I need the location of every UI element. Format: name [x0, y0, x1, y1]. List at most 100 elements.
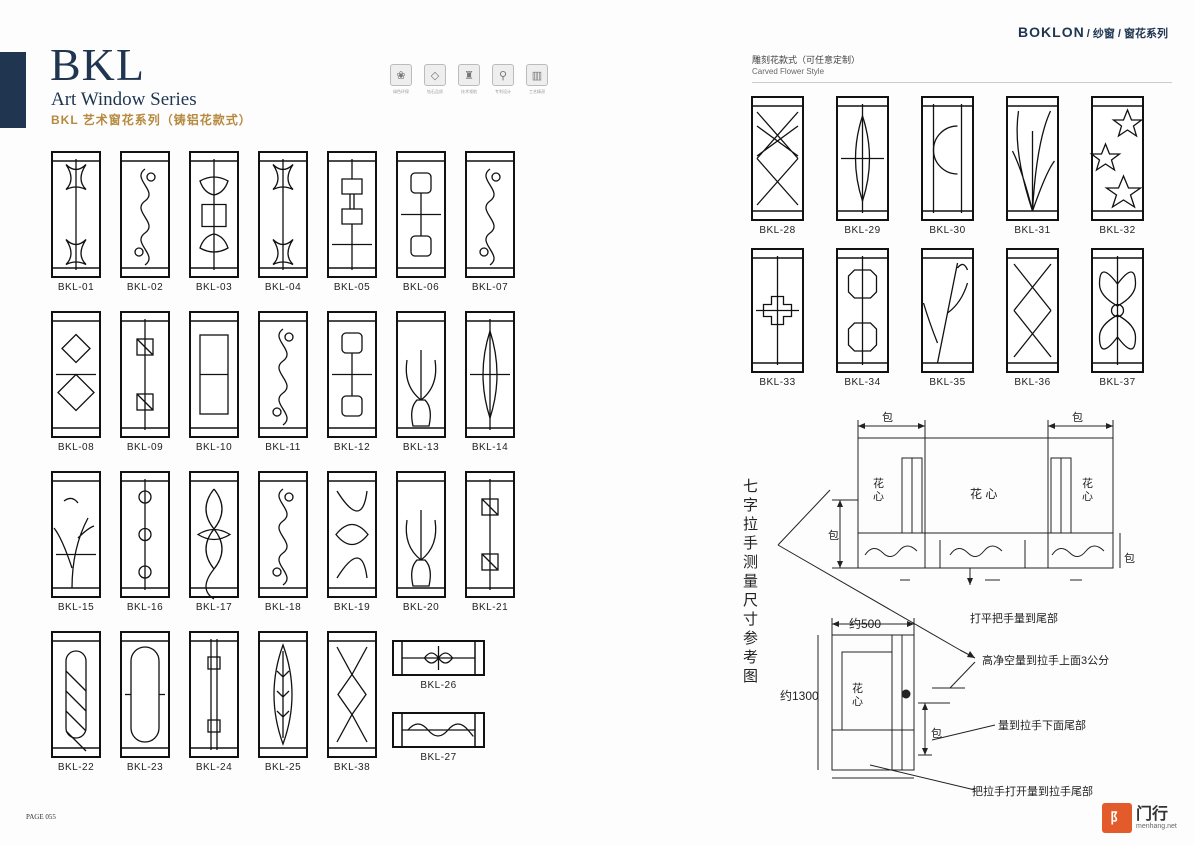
window-bkl-12 [327, 311, 377, 438]
feature-4: ▥ 工艺精湛 [524, 64, 550, 95]
window-code-label: BKL-16 [126, 602, 164, 613]
window-bkl-35 [921, 248, 974, 373]
window-bkl-24 [189, 631, 239, 758]
note-open-handle: 把拉手打开量到拉手尾部 [972, 786, 1093, 798]
window-code-label: BKL-23 [126, 762, 164, 773]
window-bkl-09 [120, 311, 170, 438]
note-flat-handle: 打平把手量到尾部 [970, 613, 1058, 625]
window-code-label: BKL-17 [195, 602, 233, 613]
site-logo: 阝 门行 menhang.net [1102, 803, 1177, 833]
window-bkl-03 [189, 151, 239, 278]
series-subtitle: Art Window Series [51, 89, 197, 110]
window-bkl-02 [120, 151, 170, 278]
feature-label: 工艺精湛 [529, 89, 545, 94]
carved-style-subtitle: Carved Flower Style [752, 67, 825, 76]
feature-1: ◇钻石品质 [422, 64, 448, 95]
huaxin-label-left: 花 心 [873, 478, 884, 503]
window-bkl-21 [465, 471, 515, 598]
window-bkl-31 [1006, 96, 1059, 221]
window-code-label: BKL-05 [333, 282, 371, 293]
window-bkl-22 [51, 631, 101, 758]
bao-label-4: 包 [1124, 553, 1135, 565]
window-bkl-18 [258, 471, 308, 598]
window-bkl-05 [327, 151, 377, 278]
window-code-label: BKL-30 [929, 225, 966, 236]
window-bkl-25 [258, 631, 308, 758]
window-code-label: BKL-26 [420, 680, 457, 691]
accent-bar [0, 52, 26, 128]
logo-text: 门行 [1136, 805, 1169, 823]
bao-label-1: 包 [882, 412, 893, 424]
window-code-label: BKL-36 [1014, 377, 1051, 388]
brand-subtitle: / 纱窗 / 窗花系列 [1086, 28, 1168, 40]
window-bkl-04 [258, 151, 308, 278]
window-code-label: BKL-07 [471, 282, 509, 293]
series-title-cn: BKL 艺术窗花系列（铸铝花款式） [51, 113, 252, 127]
brand-name: BOKLON [1018, 24, 1085, 40]
feature-icons: ❀绿色环保 ◇钻石品质 ♜技术领航 ⚲ 专利设计 ▥ 工艺精湛 [388, 64, 550, 95]
feature-3: ⚲ 专利设计 [490, 64, 516, 95]
window-bkl-29 [836, 96, 889, 221]
window-bkl-08 [51, 311, 101, 438]
window-code-label: BKL-12 [333, 442, 371, 453]
window-bkl-15 [51, 471, 101, 598]
window-code-label: BKL-38 [333, 762, 371, 773]
window-code-label: BKL-04 [264, 282, 302, 293]
window-code-label: BKL-24 [195, 762, 233, 773]
window-bkl-27 [392, 712, 485, 748]
window-bkl-36 [1006, 248, 1059, 373]
window-code-label: BKL-14 [471, 442, 509, 453]
approx-width-label: 约500 [849, 617, 882, 631]
window-code-label: BKL-18 [264, 602, 302, 613]
logo-domain: menhang.net [1136, 822, 1177, 830]
window-assembly [857, 437, 1114, 569]
diagram-title: 七字拉手测量尺寸参考图 [741, 478, 758, 687]
bao-label-3: 包 [828, 530, 839, 542]
window-bkl-33 [751, 248, 804, 373]
factory-icon: ▥ [526, 64, 548, 86]
leaf-icon: ❀ [390, 64, 412, 86]
window-code-label: BKL-29 [844, 225, 881, 236]
divider [752, 82, 1172, 83]
window-code-label: BKL-32 [1099, 225, 1136, 236]
huaxin-label-right: 花 心 [1082, 478, 1093, 503]
window-code-label: BKL-21 [471, 602, 509, 613]
window-code-label: BKL-37 [1099, 377, 1136, 388]
window-bkl-37 [1091, 248, 1144, 373]
huaxin-label-center: 花 心 [970, 487, 998, 501]
window-bkl-23 [120, 631, 170, 758]
feature-0: ❀绿色环保 [388, 64, 414, 95]
measurement-diagram [777, 420, 1121, 791]
window-bkl-34 [836, 248, 889, 373]
window-bkl-06 [396, 151, 446, 278]
feature-label: 专利设计 [495, 89, 511, 94]
window-code-label: BKL-33 [759, 377, 796, 388]
window-code-label: BKL-08 [57, 442, 95, 453]
window-code-label: BKL-09 [126, 442, 164, 453]
window-code-label: BKL-10 [195, 442, 233, 453]
huaxin-label-small: 花 心 [852, 683, 863, 708]
window-code-label: BKL-03 [195, 282, 233, 293]
window-bkl-19 [327, 471, 377, 598]
window-small [831, 634, 915, 771]
diamond-icon: ◇ [424, 64, 446, 86]
window-bkl-32 [1089, 96, 1144, 221]
feature-2: ♜技术领航 [456, 64, 482, 95]
approx-height-label: 约1300 [780, 689, 819, 703]
note-clearance: 高净空量到拉手上面3公分 [982, 655, 1110, 667]
window-code-label: BKL-22 [57, 762, 95, 773]
window-code-label: BKL-06 [402, 282, 440, 293]
note-handle-bottom: 量到拉手下面尾部 [998, 720, 1086, 732]
window-code-label: BKL-28 [759, 225, 796, 236]
window-code-label: BKL-27 [420, 752, 457, 763]
window-bkl-11 [258, 311, 308, 438]
window-code-label: BKL-34 [844, 377, 881, 388]
window-bkl-16 [120, 471, 170, 598]
window-bkl-10 [189, 311, 239, 438]
window-code-label: BKL-13 [402, 442, 440, 453]
window-bkl-26 [392, 640, 485, 676]
window-bkl-07 [465, 151, 515, 278]
bao-label-5: 包 [931, 728, 942, 740]
compass-icon: ⚲ [492, 64, 514, 86]
window-code-label: BKL-02 [126, 282, 164, 293]
